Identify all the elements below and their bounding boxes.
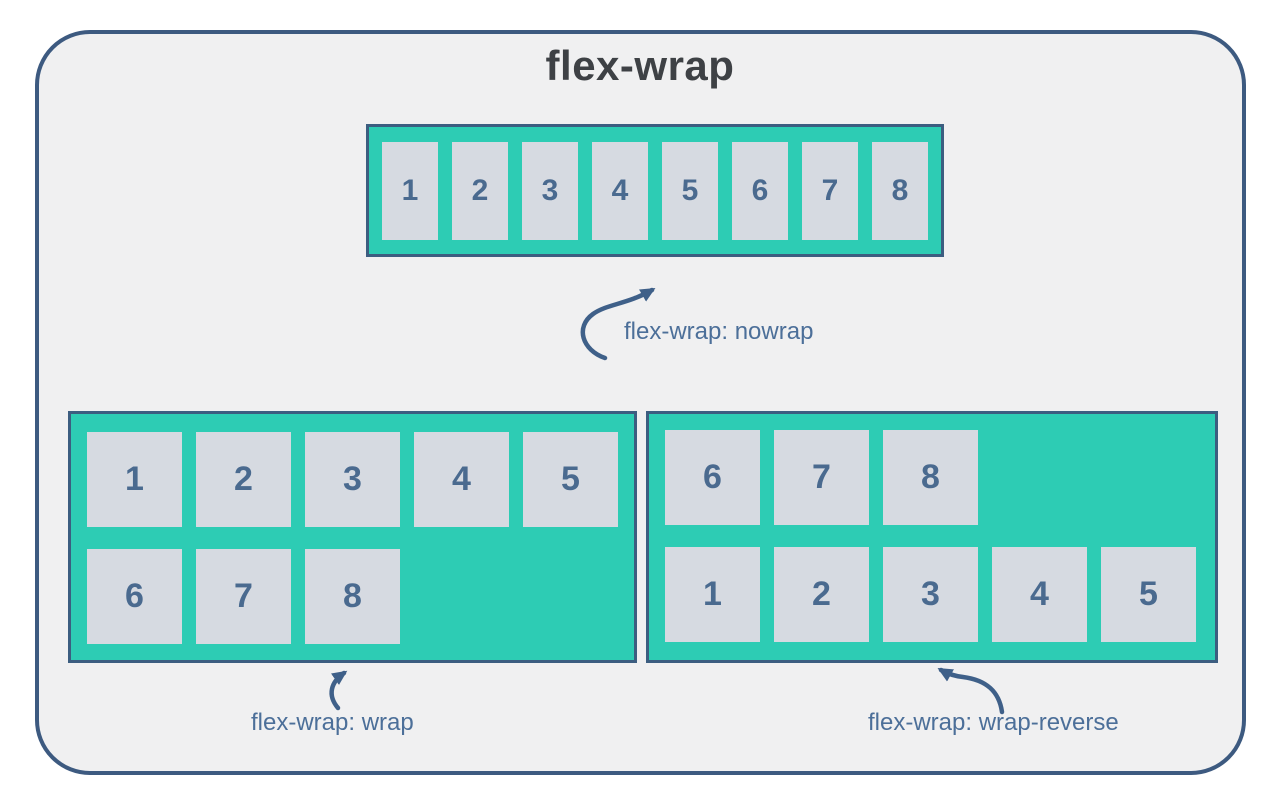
flex-item: 7 [196, 549, 291, 644]
flex-item: 2 [196, 432, 291, 527]
flex-item: 1 [665, 547, 760, 642]
flex-item: 6 [665, 430, 760, 525]
flex-item: 1 [87, 432, 182, 527]
flex-item: 2 [774, 547, 869, 642]
flex-item: 3 [305, 432, 400, 527]
flex-item: 4 [992, 547, 1087, 642]
wrap-caption: flex-wrap: wrap [251, 709, 414, 736]
nowrap-caption: flex-wrap: nowrap [624, 318, 814, 345]
flex-item: 1 [382, 141, 438, 240]
nowrap-container: 1 2 3 4 5 6 7 8 [366, 124, 944, 257]
flex-item: 3 [522, 141, 578, 240]
wrap-reverse-caption: flex-wrap: wrap-reverse [868, 709, 1119, 736]
flex-item: 8 [305, 549, 400, 644]
flex-item: 5 [662, 141, 718, 240]
flex-item: 5 [1101, 547, 1196, 642]
flex-item: 4 [414, 432, 509, 527]
wrap-reverse-container: 1 2 3 4 5 6 7 8 [646, 411, 1218, 663]
flex-item: 6 [732, 141, 788, 240]
flex-item: 5 [523, 432, 618, 527]
flex-item: 3 [883, 547, 978, 642]
flex-item: 8 [883, 430, 978, 525]
flex-item: 2 [452, 141, 508, 240]
flex-item: 7 [802, 141, 858, 240]
flex-item: 7 [774, 430, 869, 525]
flex-item: 6 [87, 549, 182, 644]
wrap-container: 1 2 3 4 5 6 7 8 [68, 411, 637, 663]
flex-item: 8 [872, 141, 928, 240]
diagram-title: flex-wrap [545, 42, 735, 89]
flex-item: 4 [592, 141, 648, 240]
